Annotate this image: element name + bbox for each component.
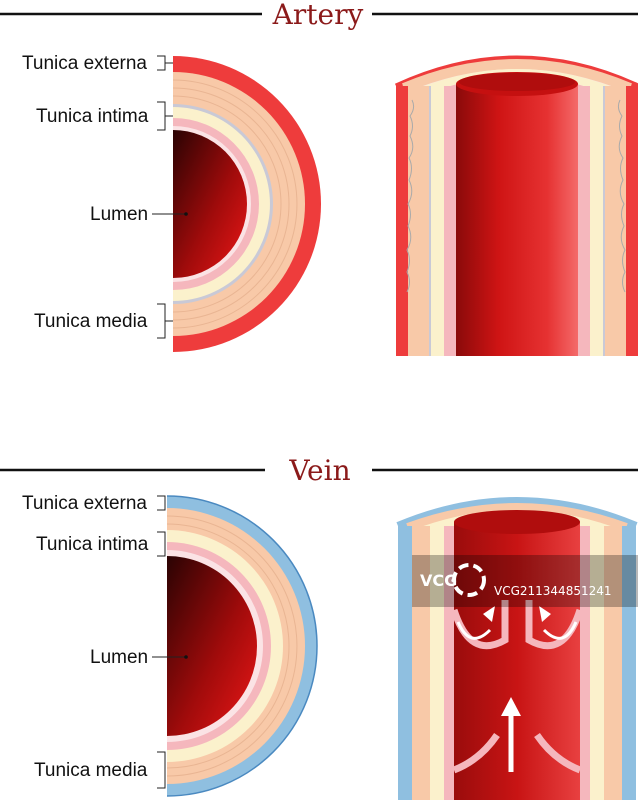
artery-bracket-externa bbox=[157, 55, 166, 71]
artery-lumen bbox=[173, 130, 247, 278]
vein-label-lumen: Lumen bbox=[90, 647, 148, 668]
artery-longitudinal-view bbox=[394, 55, 638, 356]
artery-label-tunica-externa: Tunica externa bbox=[22, 53, 147, 74]
artery-section: Artery Tunica externa Tunica intima Lume… bbox=[0, 0, 638, 356]
artery-label-lumen: Lumen bbox=[90, 204, 148, 225]
artery-label-tunica-media: Tunica media bbox=[34, 311, 148, 332]
vein-lumen bbox=[167, 556, 257, 736]
artery-bracket-intima bbox=[157, 101, 166, 131]
svg-text:VCG: VCG bbox=[420, 571, 457, 590]
vein-longitudinal-view bbox=[396, 497, 638, 800]
watermark-id: VCG211344851241 bbox=[494, 584, 612, 598]
vein-valve-right bbox=[525, 600, 584, 650]
vein-title: Vein bbox=[288, 454, 350, 487]
vein-section: Vein Tunica externa Tunica intima Lumen … bbox=[0, 454, 638, 800]
watermark-logo: VCG bbox=[420, 563, 486, 597]
vein-label-tunica-intima: Tunica intima bbox=[36, 534, 149, 555]
artery-title: Artery bbox=[272, 0, 364, 31]
artery-label-tunica-intima: Tunica intima bbox=[36, 106, 149, 127]
vein-bracket-externa bbox=[157, 495, 166, 511]
vein-valve-left bbox=[450, 600, 509, 650]
artery-bracket-media bbox=[157, 303, 166, 339]
vein-bracket-intima bbox=[157, 531, 166, 557]
vein-bracket-media bbox=[157, 751, 166, 789]
vein-flow-arrow-right bbox=[542, 621, 578, 640]
artery-cross-section bbox=[172, 56, 321, 352]
artery-lumen-tube bbox=[456, 84, 578, 356]
vein-label-tunica-media: Tunica media bbox=[34, 760, 148, 781]
vein-label-tunica-externa: Tunica externa bbox=[22, 493, 147, 514]
vein-cross-section bbox=[166, 495, 318, 797]
watermark: VCG VCG211344851241 bbox=[412, 555, 638, 607]
vein-flow-arrow-left bbox=[456, 621, 492, 640]
